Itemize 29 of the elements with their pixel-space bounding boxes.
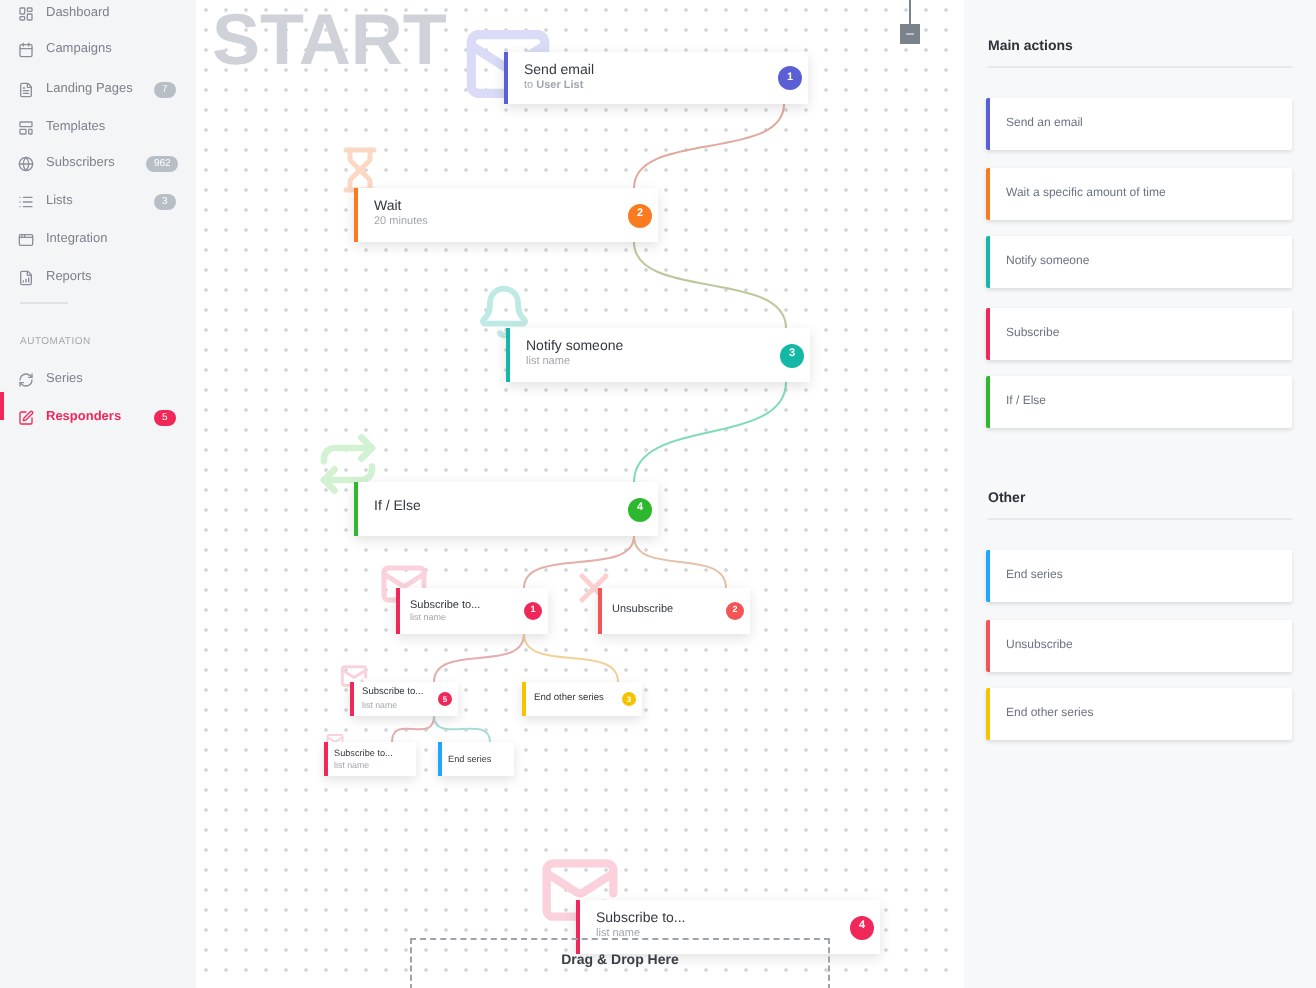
step-card: [504, 52, 808, 104]
step-card: [350, 682, 458, 716]
step-card: [438, 742, 514, 776]
connector-curve: [633, 535, 727, 589]
step-card: [396, 588, 548, 634]
connector-curve: [433, 633, 525, 683]
step-card: [576, 900, 880, 954]
connector-curve: [433, 715, 491, 743]
connector-curve: [523, 633, 619, 683]
action-card: [986, 98, 1292, 150]
action-card: [986, 236, 1292, 288]
connector-curve: [633, 241, 787, 329]
step-card: [324, 742, 416, 776]
step-card: [354, 188, 658, 242]
connector-curve: [633, 103, 785, 189]
step-card: [522, 682, 642, 716]
connector-curve: [523, 535, 635, 589]
action-card: [986, 550, 1292, 602]
step-card: [506, 328, 810, 382]
connector-curve: [391, 715, 435, 743]
action-card: [986, 168, 1292, 220]
step-card: [598, 588, 750, 634]
step-card: [354, 482, 658, 536]
drop-zone: [410, 938, 830, 988]
action-card: [986, 376, 1292, 428]
action-card: [986, 308, 1292, 360]
action-card: [986, 620, 1292, 672]
action-card: [986, 688, 1292, 740]
connector-curve: [633, 381, 787, 483]
